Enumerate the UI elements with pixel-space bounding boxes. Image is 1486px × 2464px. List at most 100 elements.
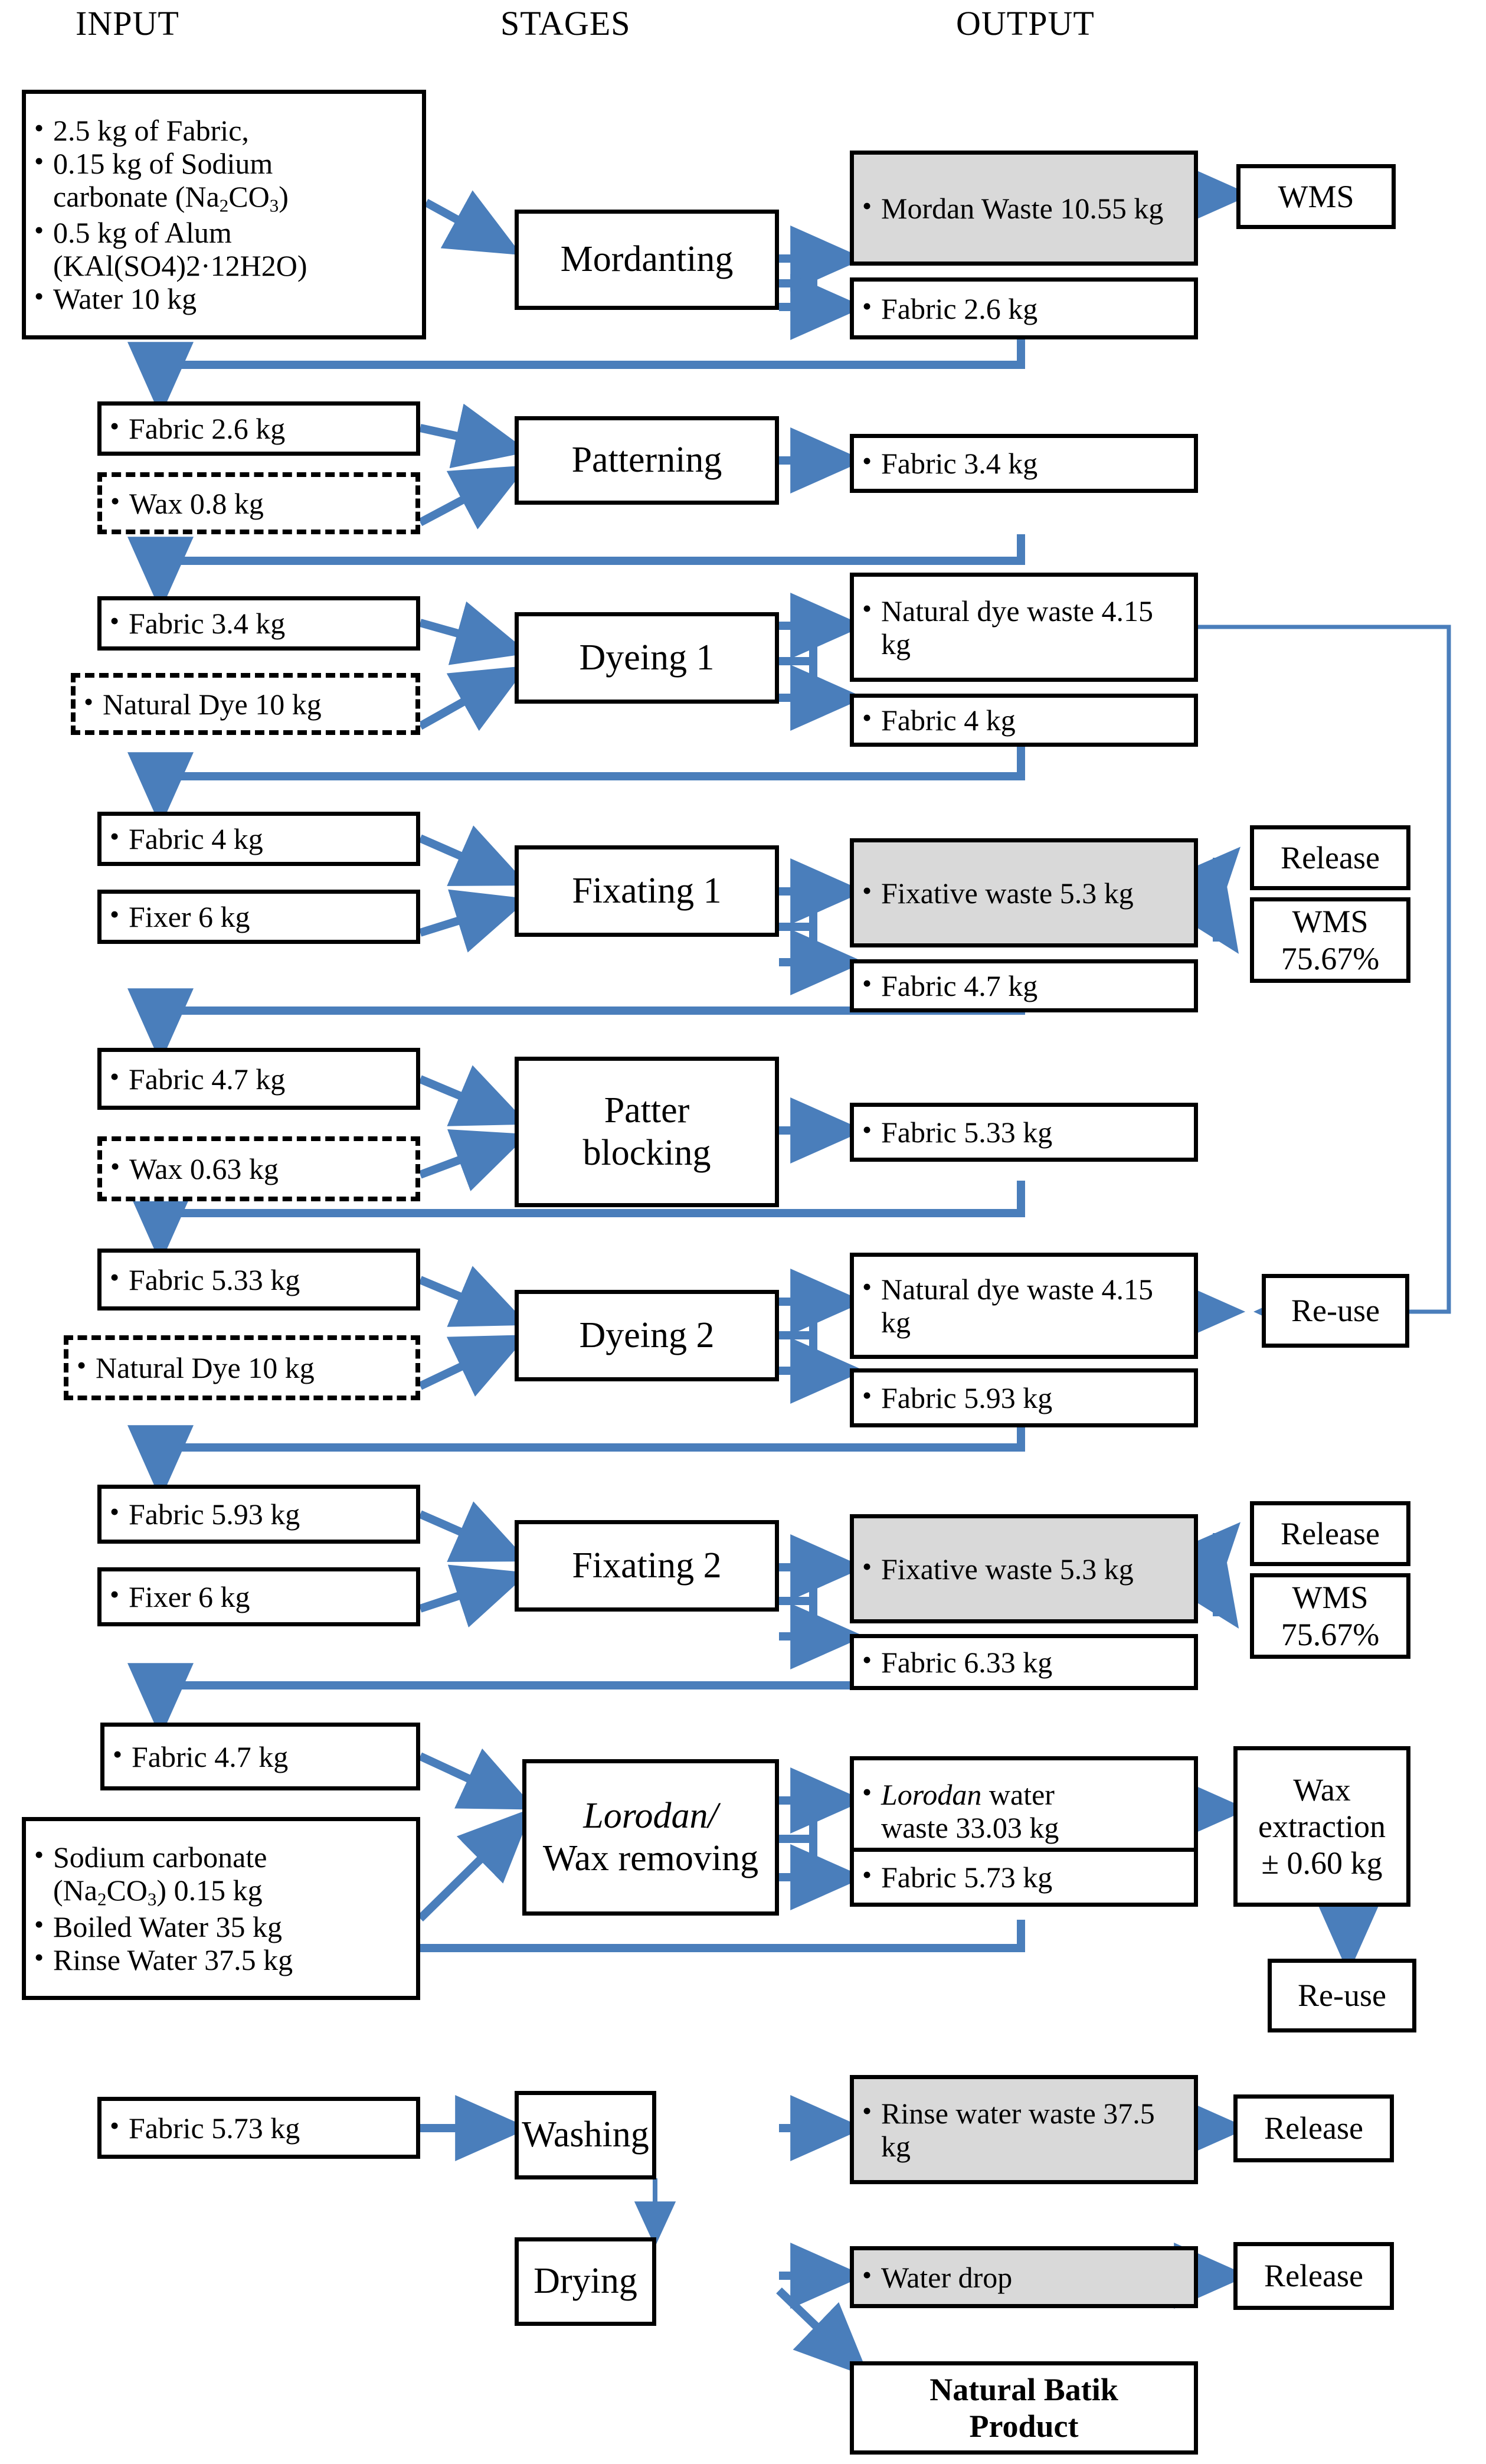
output-label: Fixative waste 5.3 kg: [854, 1551, 1194, 1586]
input-box-fixer-6-b: Fixer 6 kg: [97, 1567, 420, 1626]
output-box-fabric-4: Fabric 4 kg: [850, 694, 1198, 747]
output-label: Fixative waste 5.3 kg: [854, 875, 1194, 910]
end-box-wax-extraction: Wax extraction ± 0.60 kg: [1233, 1746, 1410, 1907]
stage-box-lorodan-wax-removing[interactable]: Lorodan/ Wax removing: [522, 1759, 779, 1916]
input-label: Natural Dye 10 kg: [76, 687, 415, 721]
product-label-line1: Natural Batik: [929, 2371, 1118, 2407]
output-label: Fabric 3.4 kg: [854, 446, 1194, 480]
output-label: Fabric 2.6 kg: [854, 291, 1194, 325]
input-label: Fixer 6 kg: [102, 899, 416, 933]
output-box-fabric-5-93: Fabric 5.93 kg: [850, 1368, 1198, 1427]
end-label-line1: Wax: [1293, 1772, 1351, 1808]
output-box-fabric-6-33: Fabric 6.33 kg: [850, 1634, 1198, 1690]
input-box-wax-0-63: Wax 0.63 kg: [97, 1136, 420, 1201]
output-box-fabric-3-4: Fabric 3.4 kg: [850, 434, 1198, 493]
input-box-fixer-6-a: Fixer 6 kg: [97, 890, 420, 944]
end-label: Release: [1264, 2110, 1363, 2146]
end-box-release-1: Release: [1250, 825, 1410, 890]
stage-label: Mordanting: [560, 239, 734, 280]
end-box-release-2: Release: [1250, 1501, 1410, 1566]
input-label: Wax 0.8 kg: [102, 486, 415, 520]
input-line-alum: 0.5 kg of Alum(KAl(SO4)2·12H2O): [26, 215, 422, 282]
output-box-fabric-5-73: Fabric 5.73 kg: [850, 1848, 1198, 1907]
input-label: Wax 0.63 kg: [102, 1151, 415, 1185]
input-label: Fabric 5.93 kg: [102, 1496, 416, 1531]
stage-box-dyeing-2[interactable]: Dyeing 2: [515, 1290, 779, 1381]
end-label: Re-use: [1291, 1293, 1380, 1329]
output-box-water-drop: Water drop: [850, 2246, 1198, 2308]
input-box-fabric-2-6: Fabric 2.6 kg: [97, 401, 420, 456]
input-box-fabric-4: Fabric 4 kg: [97, 812, 420, 866]
end-label-line1: WMS: [1292, 1580, 1369, 1616]
output-box-dye-waste-2: Natural dye waste 4.15 kg: [850, 1253, 1198, 1359]
output-box-dye-waste-1: Natural dye waste 4.15 kg: [850, 573, 1198, 682]
input-line-boiled-water: Boiled Water 35 kg: [26, 1909, 416, 1943]
input-label: Fabric 3.4 kg: [102, 606, 416, 640]
end-box-reuse-1: Re-use: [1262, 1274, 1409, 1348]
output-box-fabric-5-33: Fabric 5.33 kg: [850, 1103, 1198, 1162]
output-box-fixative-waste-1: Fixative waste 5.3 kg: [850, 838, 1198, 947]
output-box-fabric-4-7-a: Fabric 4.7 kg: [850, 959, 1198, 1012]
stage-box-drying[interactable]: Drying: [515, 2237, 656, 2326]
output-label: Fabric 5.93 kg: [854, 1380, 1194, 1414]
stage-label-line1: Lorodan/: [583, 1796, 718, 1836]
input-box-natural-dye-2: Natural Dye 10 kg: [64, 1335, 420, 1400]
output-label: Mordan Waste 10.55 kg: [854, 191, 1194, 225]
end-label-line2: extraction: [1258, 1808, 1386, 1844]
stage-box-fixating-1[interactable]: Fixating 1: [515, 845, 779, 937]
end-label-line2: 75.67%: [1281, 940, 1380, 976]
input-label: Fabric 4.7 kg: [104, 1739, 416, 1773]
input-box-fabric-5-93: Fabric 5.93 kg: [97, 1485, 420, 1544]
stage-label: Fixating 1: [572, 870, 722, 911]
stage-label-line1: Patter: [604, 1090, 690, 1131]
stage-box-patterning[interactable]: Patterning: [515, 416, 779, 505]
input-label: Natural Dye 10 kg: [68, 1350, 415, 1384]
stage-box-patter-blocking[interactable]: Patter blocking: [515, 1057, 779, 1207]
input-label: Fabric 5.73 kg: [102, 2110, 416, 2145]
input-label: Fabric 4 kg: [102, 821, 416, 855]
output-box-natural-batik-product: Natural Batik Product: [850, 2361, 1198, 2455]
stage-label: Patterning: [571, 440, 722, 481]
end-box-reuse-2: Re-use: [1268, 1959, 1416, 2032]
stage-box-dyeing-1[interactable]: Dyeing 1: [515, 612, 779, 704]
output-label: Fabric 5.73 kg: [854, 1860, 1194, 1894]
input-line-fabric: 2.5 kg of Fabric,: [26, 113, 422, 147]
stage-label-line2: Wax removing: [542, 1838, 759, 1878]
input-box-fabric-4-7-b: Fabric 4.7 kg: [100, 1723, 420, 1790]
input-label: Fabric 2.6 kg: [102, 411, 416, 445]
stage-box-washing[interactable]: Washing: [515, 2091, 656, 2179]
stage-box-mordanting[interactable]: Mordanting: [515, 210, 779, 310]
input-label: Fabric 5.33 kg: [102, 1262, 416, 1296]
input-box-wax-0-8: Wax 0.8 kg: [97, 472, 420, 534]
end-box-release-3: Release: [1233, 2094, 1394, 2162]
output-label: Fabric 4 kg: [854, 702, 1194, 737]
output-label: Natural dye waste 4.15 kg: [854, 593, 1194, 661]
end-label-line2: 75.67%: [1281, 1616, 1380, 1652]
input-label: Fixer 6 kg: [102, 1579, 416, 1613]
end-label: WMS: [1278, 178, 1354, 214]
end-label: Release: [1281, 1515, 1380, 1551]
end-box-wms-3: WMS 75.67%: [1250, 1573, 1410, 1659]
input-box-lorodan-chemicals: Sodium carbonate(Na2CO3) 0.15 kg Boiled …: [22, 1817, 420, 2000]
output-label: Rinse water waste 37.5 kg: [854, 2096, 1194, 2163]
input-line-water: Water 10 kg: [26, 281, 422, 315]
stage-box-fixating-2[interactable]: Fixating 2: [515, 1520, 779, 1612]
column-header-output: OUTPUT: [956, 4, 1095, 43]
stage-label-line2: blocking: [582, 1132, 711, 1173]
input-box-fabric-5-33: Fabric 5.33 kg: [97, 1249, 420, 1311]
input-box-fabric-5-73: Fabric 5.73 kg: [97, 2097, 420, 2159]
input-box-fabric-4-7: Fabric 4.7 kg: [97, 1048, 420, 1110]
end-label-line3: ± 0.60 kg: [1261, 1845, 1383, 1881]
stage-label: Dyeing 1: [579, 637, 715, 678]
output-box-rinse-water-waste: Rinse water waste 37.5 kg: [850, 2075, 1198, 2184]
output-box-fabric-2-6: Fabric 2.6 kg: [850, 277, 1198, 339]
column-header-stages: STAGES: [500, 4, 631, 43]
end-label: Re-use: [1298, 1978, 1386, 2014]
output-label: Fabric 6.33 kg: [854, 1645, 1194, 1679]
end-label: Release: [1264, 2258, 1363, 2294]
end-label: Release: [1281, 839, 1380, 875]
